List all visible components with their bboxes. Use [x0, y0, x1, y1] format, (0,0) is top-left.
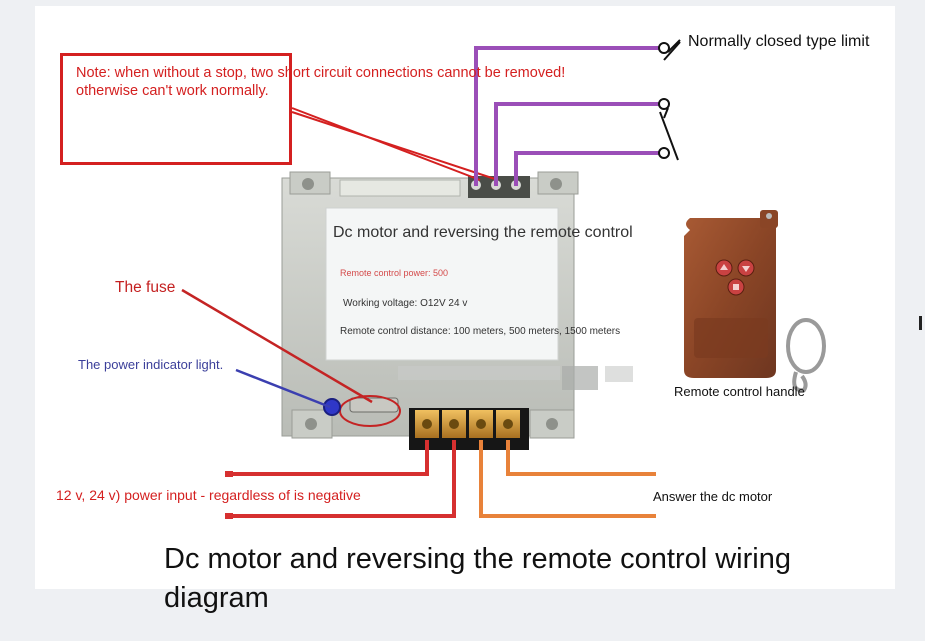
limit-switch-symbol [658, 39, 681, 161]
caption-line-1: Dc motor and reversing the remote contro… [164, 543, 791, 575]
power-input-wires [225, 440, 456, 519]
limit-switch-wires [474, 46, 660, 186]
note-line-1: Note: when without a stop, two short cir… [76, 65, 566, 81]
note-callout-lines [291, 107, 499, 181]
pcb-voltage-line: Working voltage: O12V 24 v [343, 298, 468, 309]
motor-label: Answer the dc motor [653, 489, 773, 504]
blurred-mark [398, 366, 560, 380]
power-indicator-led [323, 398, 341, 416]
pcb-distance-line: Remote control distance: 100 meters, 500… [340, 326, 621, 337]
limit-switch-label: Normally closed type limit [688, 33, 870, 50]
blurred-mark-3 [605, 366, 633, 382]
edge-mark [919, 316, 922, 330]
pcb-title: Dc motor and reversing the remote contro… [333, 224, 633, 241]
note-text: Note: when without a stop, two short cir… [76, 64, 676, 100]
indicator-pointer-line [235, 368, 331, 409]
remote-control-handle [684, 210, 778, 378]
power-input-label: 12 v, 24 v) power input - regardless of … [56, 487, 361, 503]
pcb-power-line: Remote control power: 500 [340, 268, 449, 278]
motor-wires [479, 440, 656, 518]
caption-line-2: diagram [164, 582, 269, 615]
fuse-pointer-line [181, 288, 373, 404]
fuse-label: The fuse [115, 279, 176, 296]
diagram-caption: Dc motor and reversing the remote contro… [164, 540, 904, 618]
blurred-mark-2 [562, 366, 598, 390]
indicator-label: The power indicator light. [78, 357, 224, 372]
note-box [60, 53, 292, 165]
pcb-label-panel [325, 207, 559, 361]
key-ring-icon [786, 318, 826, 393]
note-line-2: otherwise can't work normally. [76, 83, 269, 100]
remote-handle-label: Remote control handle [674, 384, 805, 399]
